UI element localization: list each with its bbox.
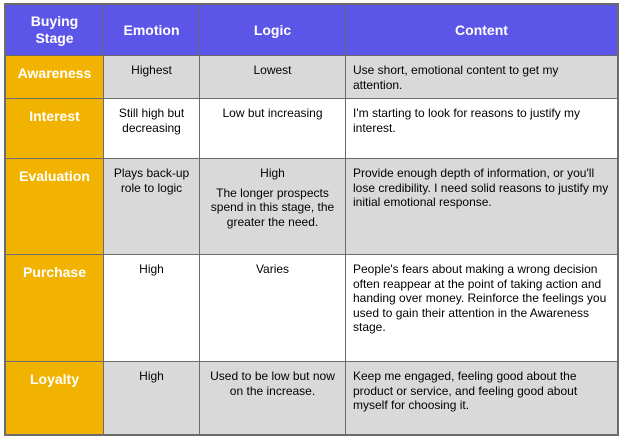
buying-stage-table-frame: Buying Stage Emotion Logic Content Aware… (4, 3, 619, 436)
emotion-cell: Still high but decreasing (103, 98, 200, 159)
content-cell: People's fears about making a wrong deci… (345, 254, 618, 362)
table-row-evaluation: Evaluation Plays back-up role to logic H… (5, 158, 618, 255)
logic-value: High (260, 166, 285, 180)
emotion-cell: High (103, 361, 200, 435)
header-row: Buying Stage Emotion Logic Content (5, 4, 618, 56)
buying-stage-table: Buying Stage Emotion Logic Content Aware… (5, 4, 618, 435)
table-row-awareness: Awareness Highest Lowest Use short, emot… (5, 55, 618, 99)
content-cell: I'm starting to look for reasons to just… (345, 98, 618, 159)
emotion-cell: High (103, 254, 200, 362)
stage-label: Purchase (5, 254, 104, 362)
content-cell: Use short, emotional content to get my a… (345, 55, 618, 99)
logic-cell: High The longer prospects spend in this … (199, 158, 346, 255)
logic-cell: Low but increasing (199, 98, 346, 159)
stage-label: Awareness (5, 55, 104, 99)
logic-cell: Lowest (199, 55, 346, 99)
content-cell: Keep me engaged, feeling good about the … (345, 361, 618, 435)
table-row-purchase: Purchase High Varies People's fears abou… (5, 254, 618, 362)
emotion-cell: Highest (103, 55, 200, 99)
table-row-loyalty: Loyalty High Used to be low but now on t… (5, 361, 618, 435)
table-row-interest: Interest Still high but decreasing Low b… (5, 98, 618, 159)
logic-cell: Used to be low but now on the increase. (199, 361, 346, 435)
stage-label: Loyalty (5, 361, 104, 435)
content-cell: Provide enough depth of information, or … (345, 158, 618, 255)
header-buying-stage: Buying Stage (5, 4, 104, 56)
stage-label: Interest (5, 98, 104, 159)
logic-note: The longer prospects spend in this stage… (210, 185, 335, 229)
header-content: Content (345, 4, 618, 56)
header-emotion: Emotion (103, 4, 200, 56)
header-logic: Logic (199, 4, 346, 56)
emotion-cell: Plays back-up role to logic (103, 158, 200, 255)
stage-label: Evaluation (5, 158, 104, 255)
logic-cell: Varies (199, 254, 346, 362)
